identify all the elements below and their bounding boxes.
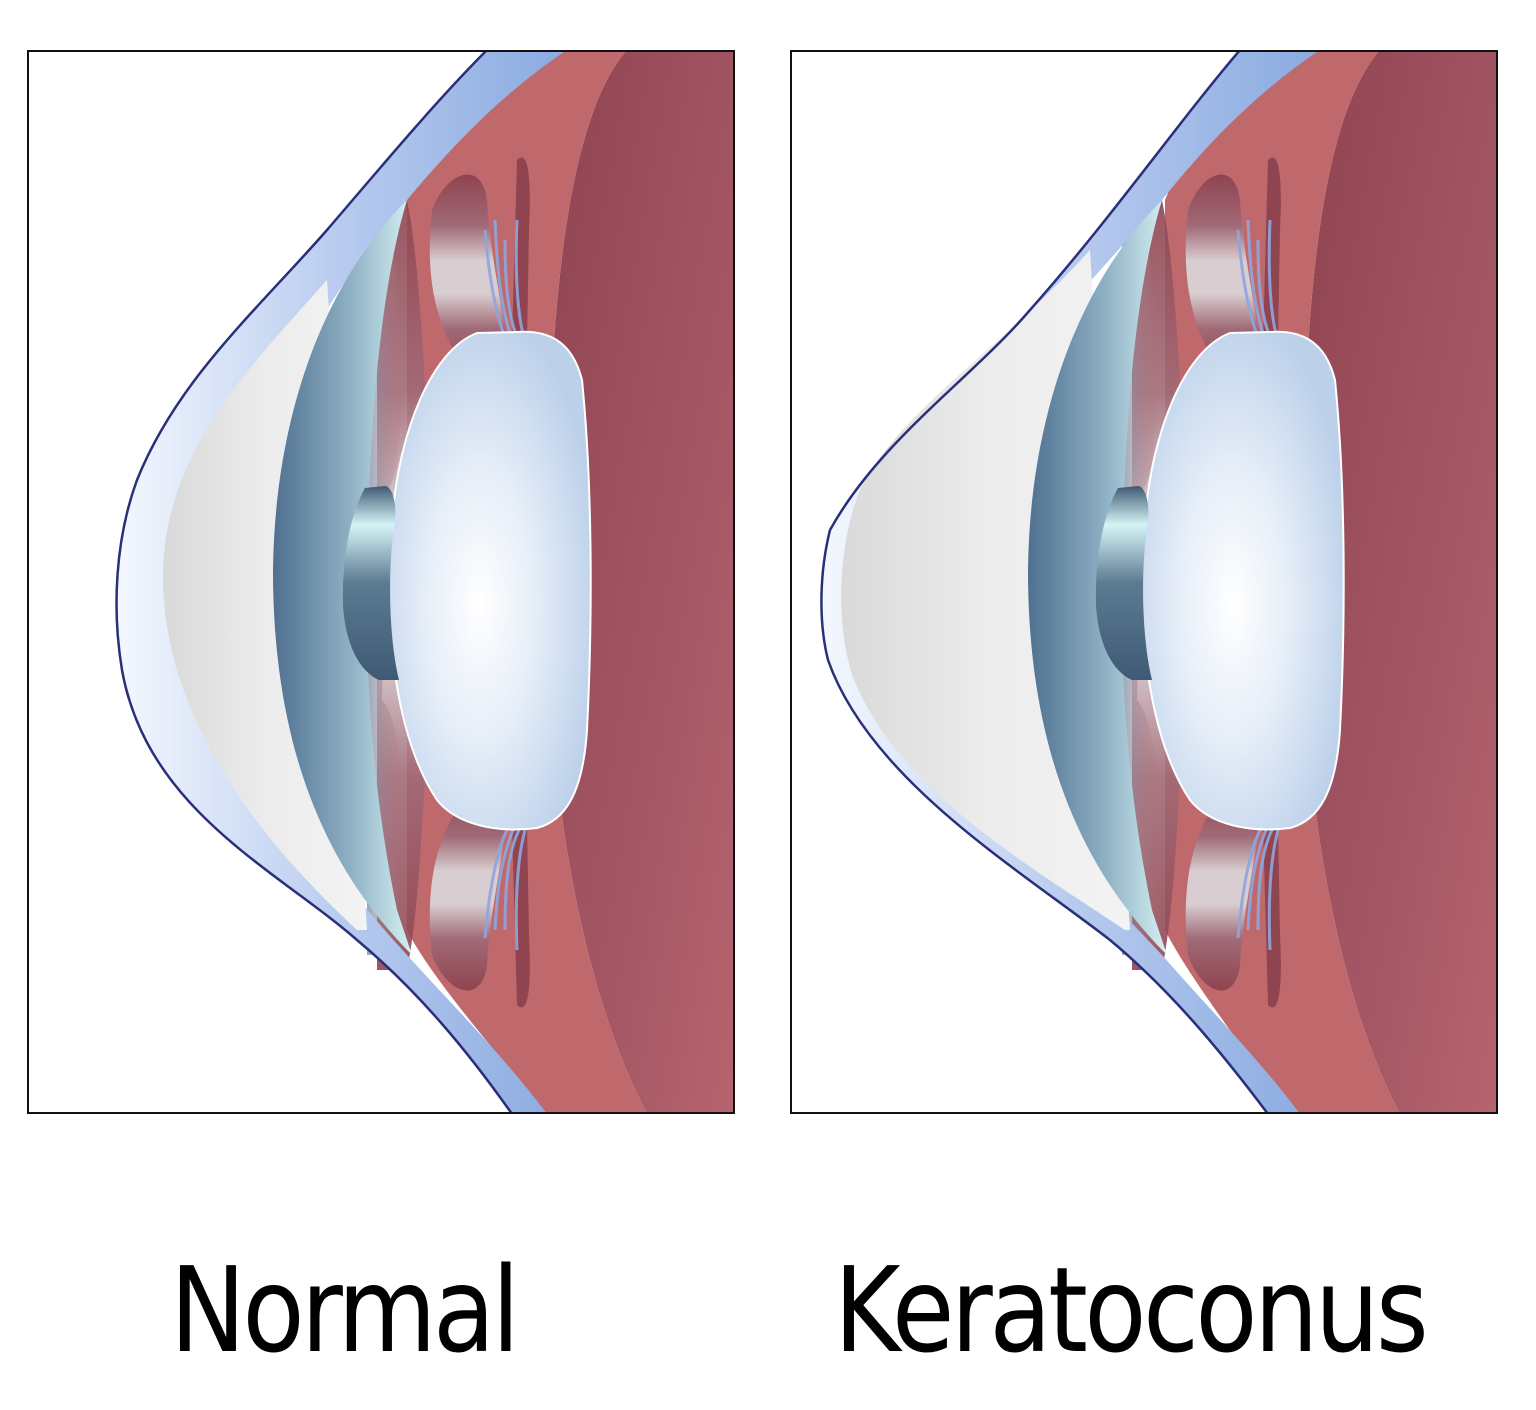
cornea-outline — [115, 50, 514, 1114]
choroid — [1302, 50, 1498, 1114]
ciliary-process-lower — [1185, 785, 1260, 991]
caption-normal: Normal — [170, 1241, 520, 1379]
normal-eye-illustration — [27, 50, 735, 1114]
ciliary-process-lower — [429, 785, 507, 991]
panel-keratoconus-eye — [790, 50, 1498, 1114]
iris-root-band — [1122, 199, 1163, 955]
keratoconus-eye-illustration — [790, 50, 1498, 1114]
caption-keratoconus: Keratoconus — [834, 1241, 1429, 1379]
cornea-inner-layer — [273, 200, 412, 955]
zonule-fibers-lower — [483, 829, 527, 951]
lens — [388, 330, 592, 831]
zonule-fibers-lower — [1236, 829, 1280, 951]
iris-root-band — [367, 199, 408, 955]
iris — [1095, 486, 1152, 680]
ciliary-process-upper — [429, 174, 507, 380]
ciliary-process-upper — [1185, 174, 1260, 380]
iris — [342, 486, 399, 680]
lens — [1141, 330, 1345, 831]
cornea-outline — [820, 50, 1269, 1114]
choroid — [547, 50, 735, 1114]
panel-normal-eye — [27, 50, 735, 1114]
